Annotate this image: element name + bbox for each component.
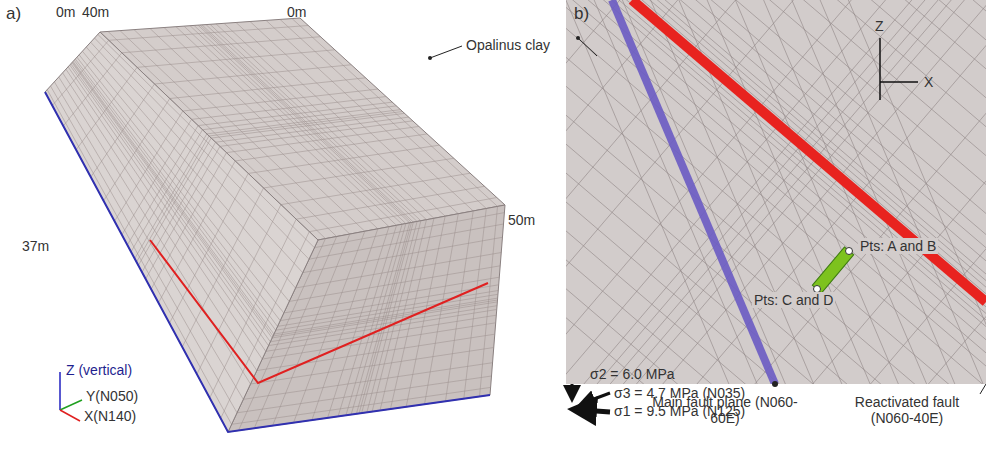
figure-label: 40m <box>82 4 109 20</box>
figure-label: Pts: C and D <box>752 292 835 308</box>
figure-label: b) <box>574 4 589 24</box>
figure-label: Main fault plane (N060-60E) <box>650 394 800 426</box>
figure-label: Opalinus clay <box>466 37 550 53</box>
figure-label: 37m <box>22 238 49 254</box>
figure-label: σ2 = 6.0 MPa <box>590 366 675 382</box>
figure-label: X(N140) <box>84 408 136 424</box>
model-cube <box>45 18 505 432</box>
figure-label: Reactivated fault (N060-40E) <box>832 394 982 426</box>
figure-label: 0m <box>287 4 306 20</box>
figure-label: X <box>924 74 933 90</box>
figure-label: 0m <box>56 4 75 20</box>
panel-b <box>566 0 986 384</box>
figure-label: Z <box>875 18 884 34</box>
figure-label: Pts: A and B <box>858 238 938 254</box>
figure-label: 50m <box>508 212 535 228</box>
leader-lines <box>428 46 462 60</box>
figure-label: Z (vertical) <box>66 362 132 378</box>
cube-face <box>45 32 318 432</box>
axes-a <box>60 372 82 421</box>
figure-label: Y(N050) <box>86 388 138 404</box>
fault-traces-a <box>45 92 490 432</box>
figure-label: a) <box>6 4 21 24</box>
panel-b-marks <box>576 36 986 394</box>
